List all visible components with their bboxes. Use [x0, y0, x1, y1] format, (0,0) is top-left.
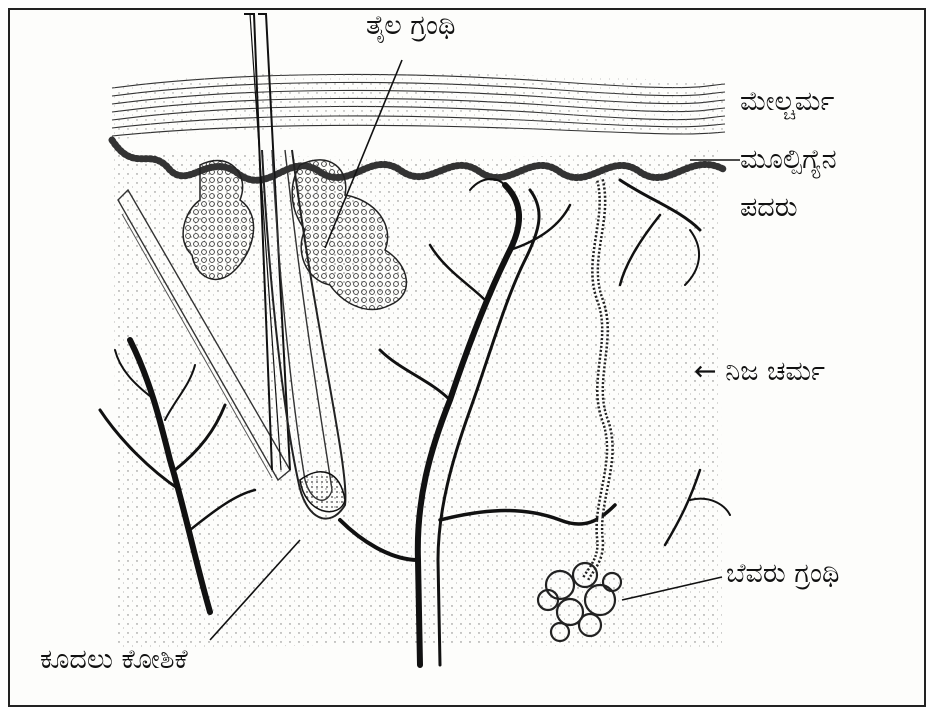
- basal-layer-label-line2: ಪದರು: [740, 192, 798, 223]
- sweat-gland-label: ಬೆವರು ಗ್ರಂಥಿ: [726, 558, 839, 589]
- dermis-label: ← ನಿಜ ಚರ್ಮ: [694, 356, 825, 387]
- hair-follicle-label: ಕೂದಲು ಕೋಶಿಕೆ: [40, 644, 188, 675]
- epidermis-texture: [112, 73, 725, 140]
- epidermis-label: ಮೇಲ್ಚರ್ಮ: [740, 86, 834, 117]
- basal-layer-label-line1: ಮೂಲ್ಪಿಗ್ಯೆನ: [740, 144, 837, 175]
- oil-gland-label: ತೈಲ ಗ್ರಂಥಿ: [366, 10, 455, 41]
